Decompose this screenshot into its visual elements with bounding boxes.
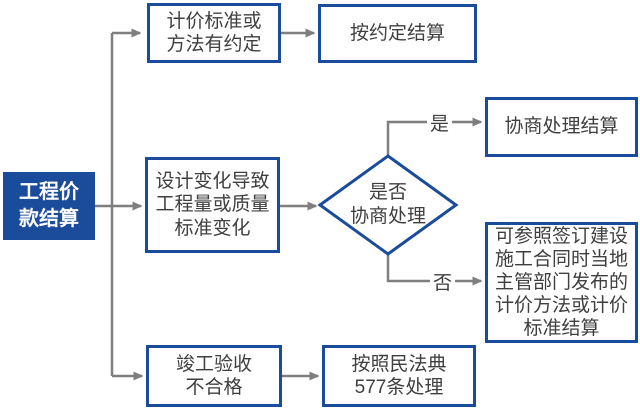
result-node-civil-code-577: 按照民法典 577条处理 [322,345,476,407]
edge-label-yes: 是 [427,108,453,137]
decision-diamond-shape [317,154,459,256]
condition-node-pricing-standard-agreed: 计价标准或 方法有约定 [147,3,281,63]
result-node-settle-by-agreement: 按约定结算 [318,4,477,63]
root-node-project-price-settlement: 工程价 款结算 [3,172,95,240]
condition-node-design-change: 设计变化导致 工程量或质量 标准变化 [145,157,280,253]
result-node-local-authority-standard: 可参照签订建设 施工合同时当地 主管部门发布的 计价方法或计价 标准结算 [485,222,638,343]
condition-node-acceptance-failed: 竣工验收 不合格 [146,345,282,407]
edge-label-no: 否 [430,267,456,296]
result-node-negotiated-settlement: 协商处理结算 [485,97,638,157]
decision-node-negotiate-or-not: 是否 协商处理 [349,182,426,227]
